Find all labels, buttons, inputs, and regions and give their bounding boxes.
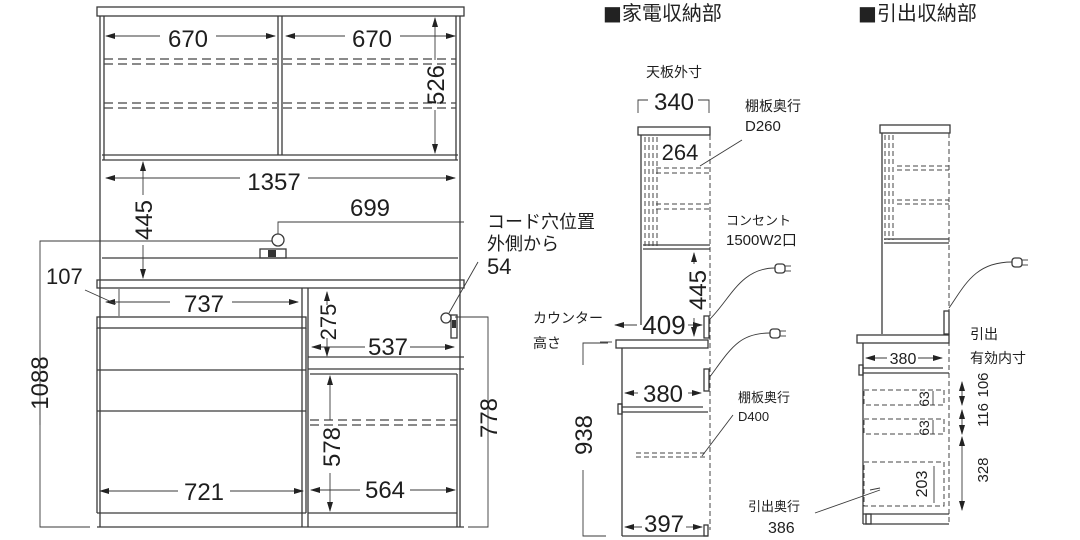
lower-inner-depth: 380 — [643, 381, 683, 408]
dim-drawer-width: 721 — [184, 479, 224, 506]
section-title-drawer: ■引出収納部 — [858, 1, 977, 25]
bottom-depth: 397 — [644, 511, 684, 538]
outlet-spec: 1500W2口 — [726, 232, 797, 249]
dim-107: 107 — [46, 264, 83, 289]
dim-lower-height: 778 — [476, 398, 503, 438]
section-title-appliance: ■家電収納部 — [603, 1, 722, 25]
drawer1-inner: 63 — [916, 391, 932, 407]
lower-shelf-label: 棚板奥行 — [738, 391, 790, 406]
drawer-depth-value: 386 — [768, 520, 795, 537]
inner-depth-top: 264 — [662, 140, 699, 165]
shelf-depth-value: D260 — [745, 118, 781, 135]
outlet-label: コンセント — [726, 214, 791, 229]
effective-label-1: 引出 — [970, 327, 998, 343]
dim-670-right: 670 — [352, 26, 392, 53]
dim-niche-height: 275 — [316, 304, 341, 341]
drawer2-inner: 63 — [916, 420, 932, 436]
dim-open-shelf-width: 564 — [365, 477, 405, 504]
cord-hole-value: 54 — [487, 254, 511, 279]
effective-label-2: 有効内寸 — [970, 351, 1026, 367]
lower-shelf-value: D400 — [738, 409, 769, 424]
dim-open-shelf-height: 578 — [319, 427, 346, 467]
dim-670-left: 670 — [168, 26, 208, 53]
cord-hole-label-2: 外側から — [487, 234, 559, 255]
drawer-inner-width: 380 — [890, 351, 917, 368]
niche-depth: 409 — [642, 310, 685, 340]
drawer3-inner: 203 — [914, 471, 931, 498]
cord-hole-label-1: コード穴位置 — [487, 212, 595, 233]
dim-upper-height: 526 — [423, 65, 450, 105]
drawer-side-view: ■引出収納部 380 引出 有効内寸 — [856, 1, 1028, 525]
front-view: 670 670 526 1357 445 699 コード穴位置 外側から 54 … — [27, 6, 595, 528]
shelf-depth-label: 棚板奥行 — [745, 98, 801, 115]
dim-drawer-top-width: 737 — [184, 291, 224, 318]
drawer2-outer: 116 — [975, 403, 992, 427]
counter-label-1: カウンター — [533, 311, 603, 327]
counter-label-2: 高さ — [533, 335, 561, 352]
counter-height: 938 — [571, 415, 598, 455]
dim-total-height: 1088 — [27, 356, 54, 409]
dim-niche-width: 537 — [368, 334, 408, 361]
top-board-label: 天板外寸 — [646, 65, 702, 81]
dim-middle-height: 445 — [131, 200, 158, 240]
top-board-value: 340 — [654, 89, 694, 116]
drawer-depth-label: 引出奥行 — [748, 500, 800, 515]
niche-height: 445 — [685, 270, 712, 310]
dim-outlet-offset: 699 — [350, 195, 390, 222]
drawer3-outer: 328 — [975, 457, 992, 482]
dim-inner-width: 1357 — [247, 169, 300, 196]
drawer1-outer: 106 — [975, 372, 992, 397]
appliance-side-view: ■家電収納部 天板外寸 340 棚板奥行 D260 264 コンセント 1500… — [533, 1, 881, 538]
